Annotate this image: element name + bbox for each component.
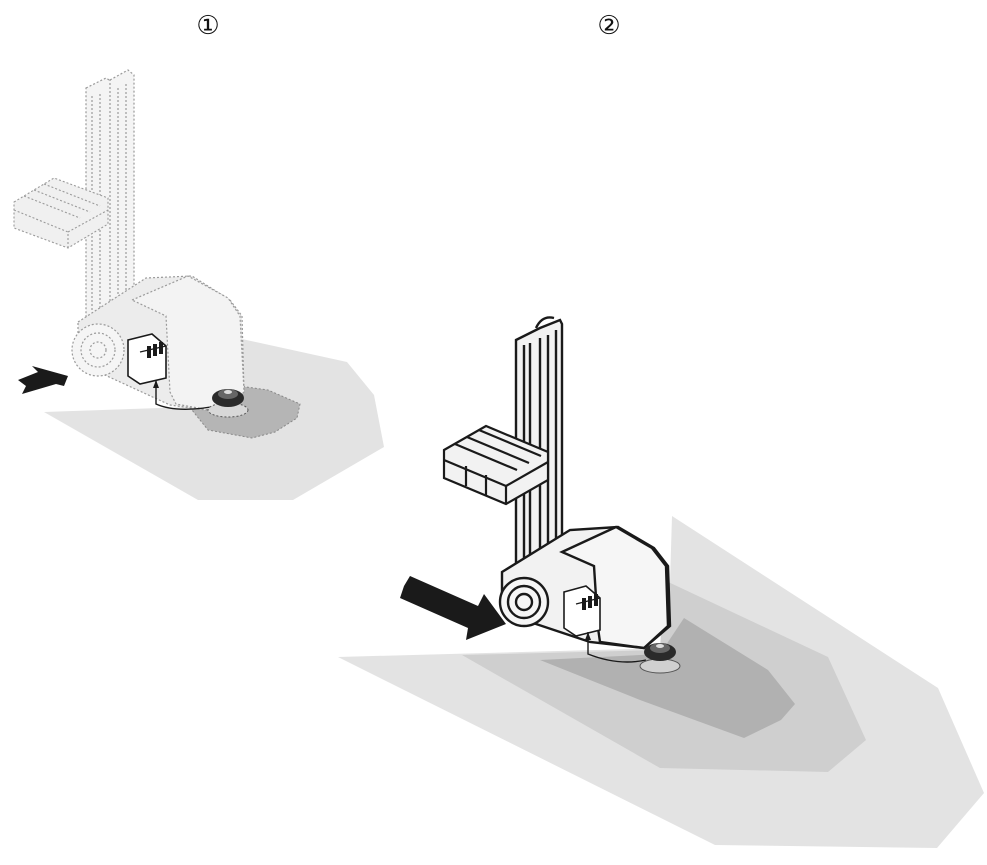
safety-controller-1	[127, 333, 167, 385]
safety-controller-2	[563, 585, 601, 637]
ghost-pallet-1	[13, 177, 109, 249]
scene-1	[13, 69, 384, 500]
direction-arrow-1	[18, 366, 68, 394]
laser-scanner-1	[207, 389, 249, 418]
protective-field-2	[540, 618, 795, 738]
pallet-2	[442, 424, 550, 506]
scene-2	[338, 316, 984, 848]
direction-arrow-2	[400, 576, 506, 640]
cable-2	[587, 632, 647, 663]
laser-scanner-2	[639, 643, 681, 674]
scene-1-label: ①	[196, 11, 219, 41]
scene-2-label: ②	[597, 11, 620, 41]
